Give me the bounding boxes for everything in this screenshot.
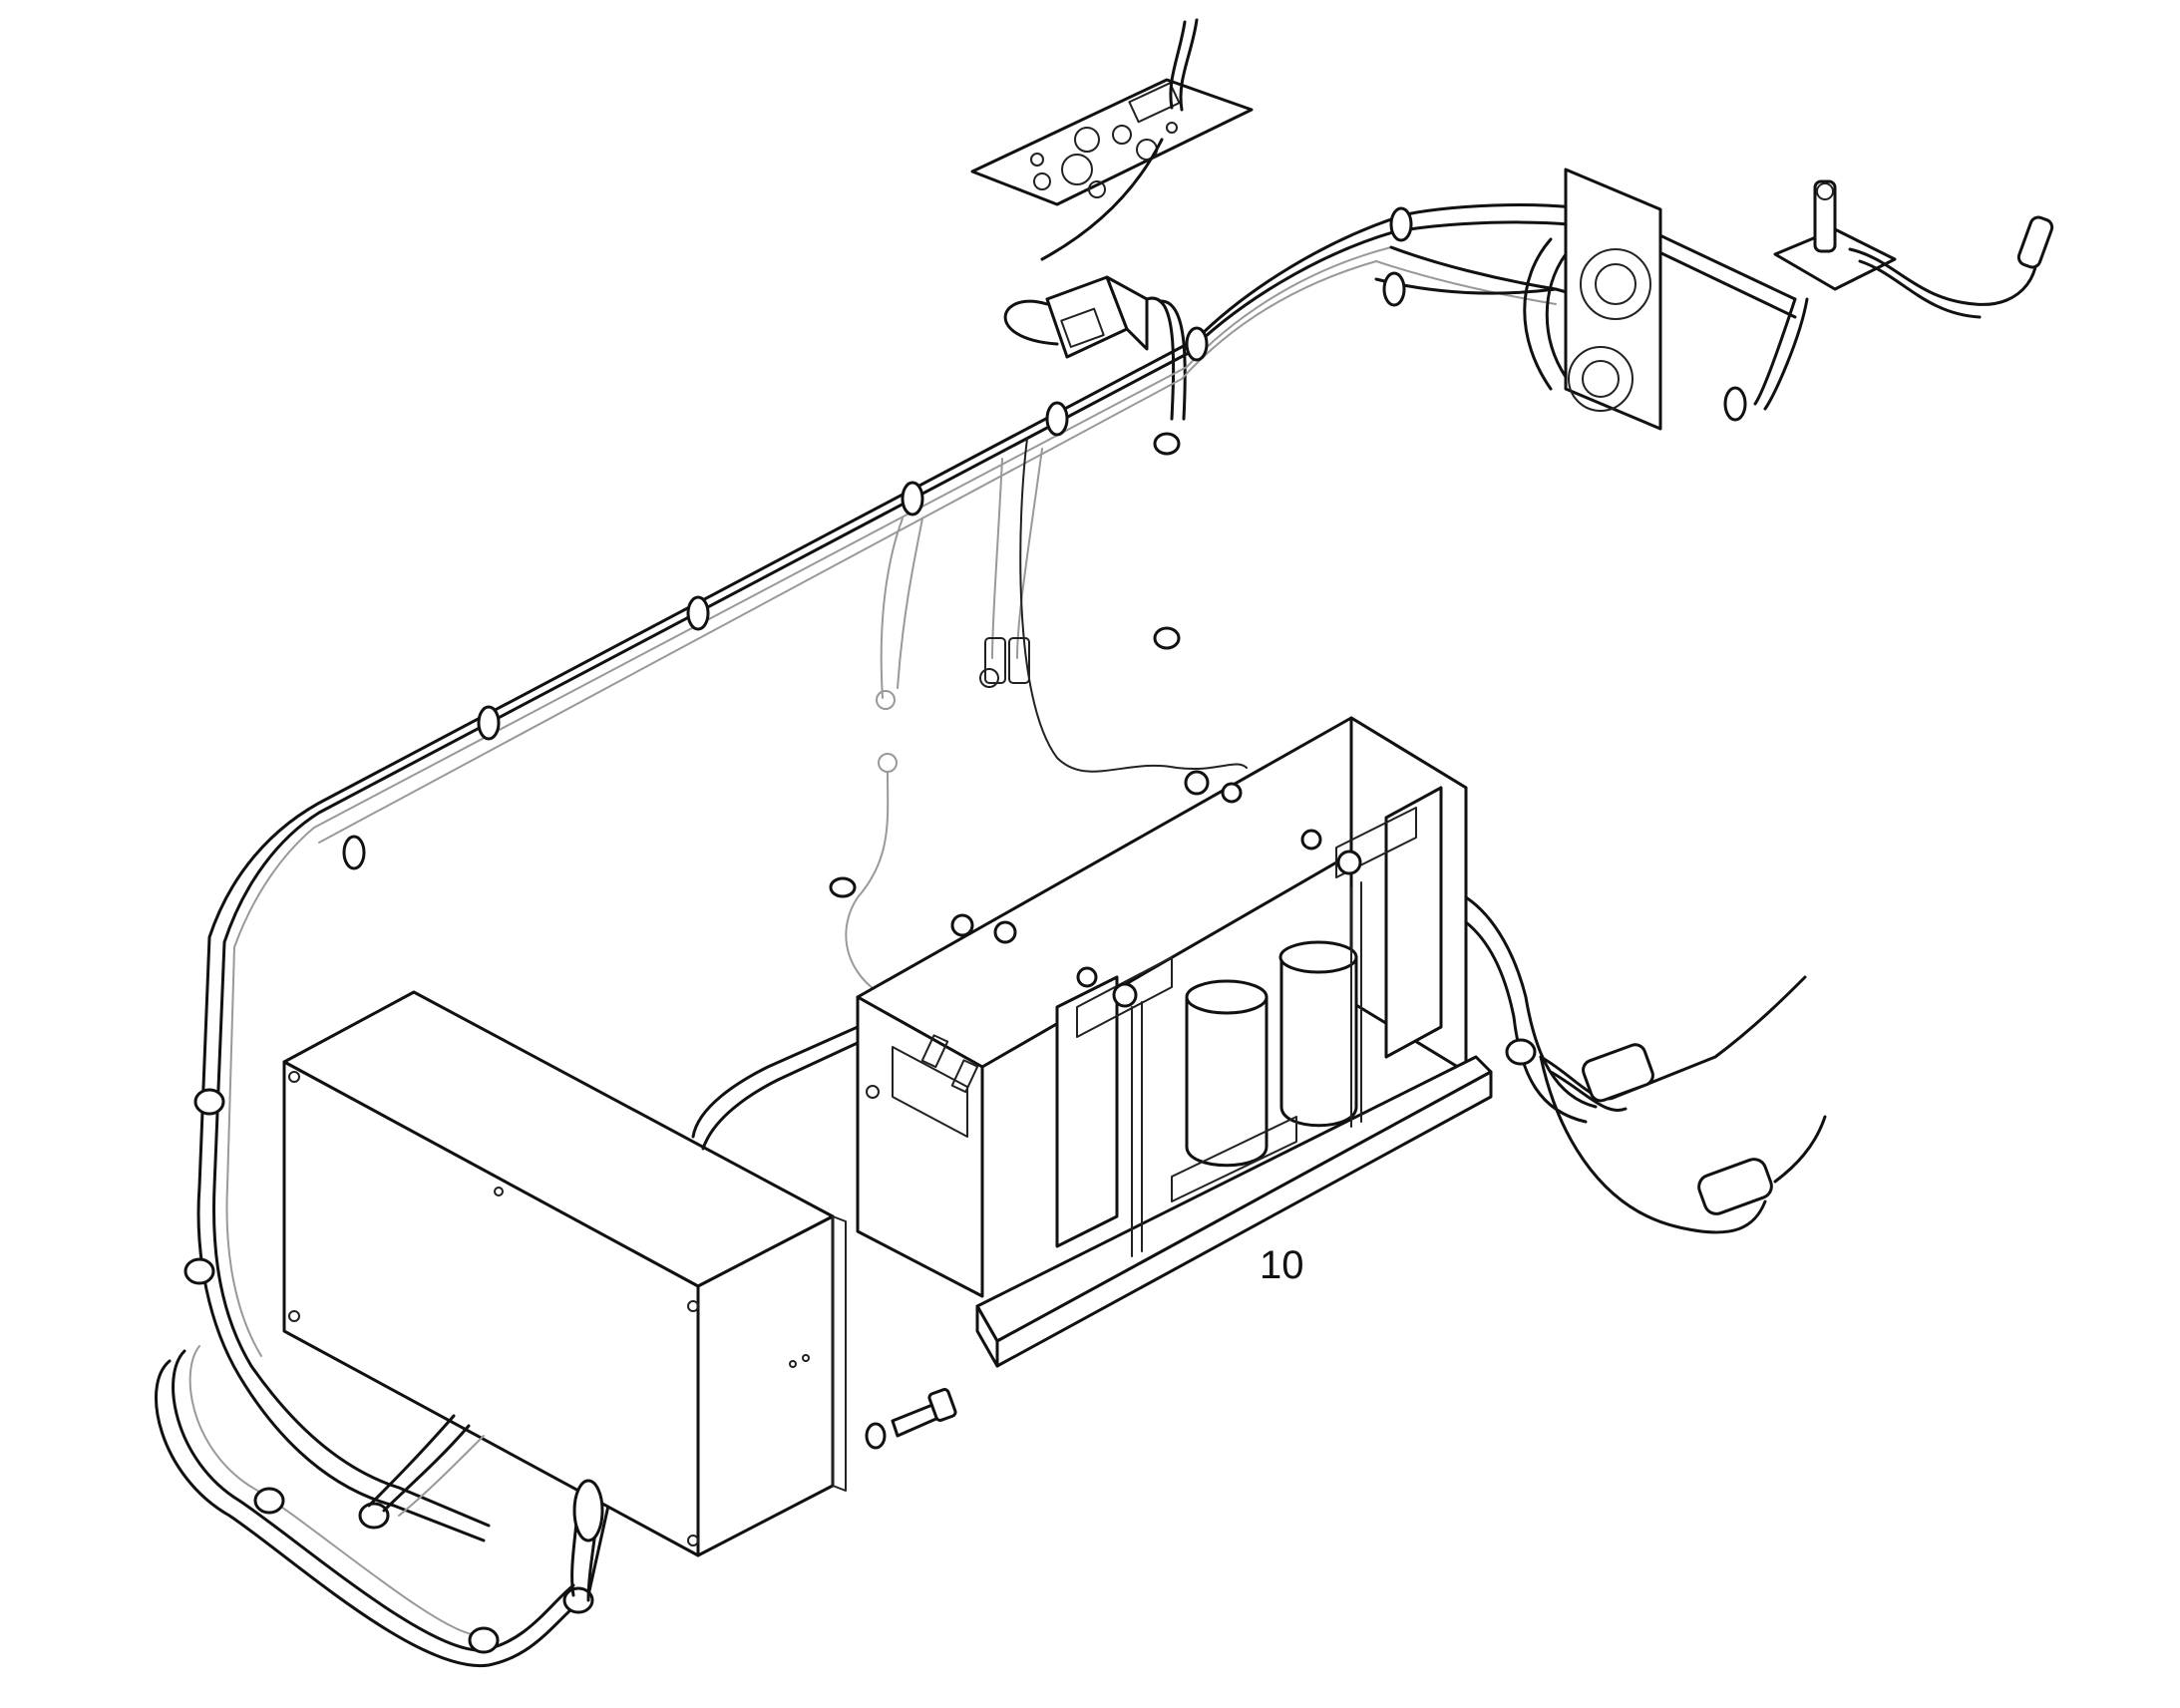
cable-clamps [183,206,1747,1654]
clamp [1723,386,1747,422]
controller-box [282,990,862,1602]
clamp [1153,626,1181,650]
gland-plate [970,18,1254,261]
clamp [253,1487,285,1515]
callout-part-10: 10 [1260,1243,1304,1287]
bolt-washer [865,1388,957,1450]
clamp [193,1088,225,1116]
ground-stud-plate [1753,179,2054,411]
clamp [358,1502,390,1530]
clamp [468,1626,500,1654]
clamp [477,705,501,741]
clamp [342,835,366,870]
clamp [1389,206,1413,242]
clamp [1153,432,1181,456]
clamp [1185,326,1209,362]
relay-block [1003,275,1187,421]
transformer-assembly [856,716,1598,1368]
clamp [901,481,924,516]
clamp [686,595,710,631]
ground-leads [829,438,1248,993]
clamp [1045,401,1069,437]
clamp [562,1586,594,1614]
receptacle-bracket [1523,168,1662,431]
clamp [183,1257,215,1285]
clamp [1382,271,1406,307]
plug-leads [1539,975,1827,1234]
